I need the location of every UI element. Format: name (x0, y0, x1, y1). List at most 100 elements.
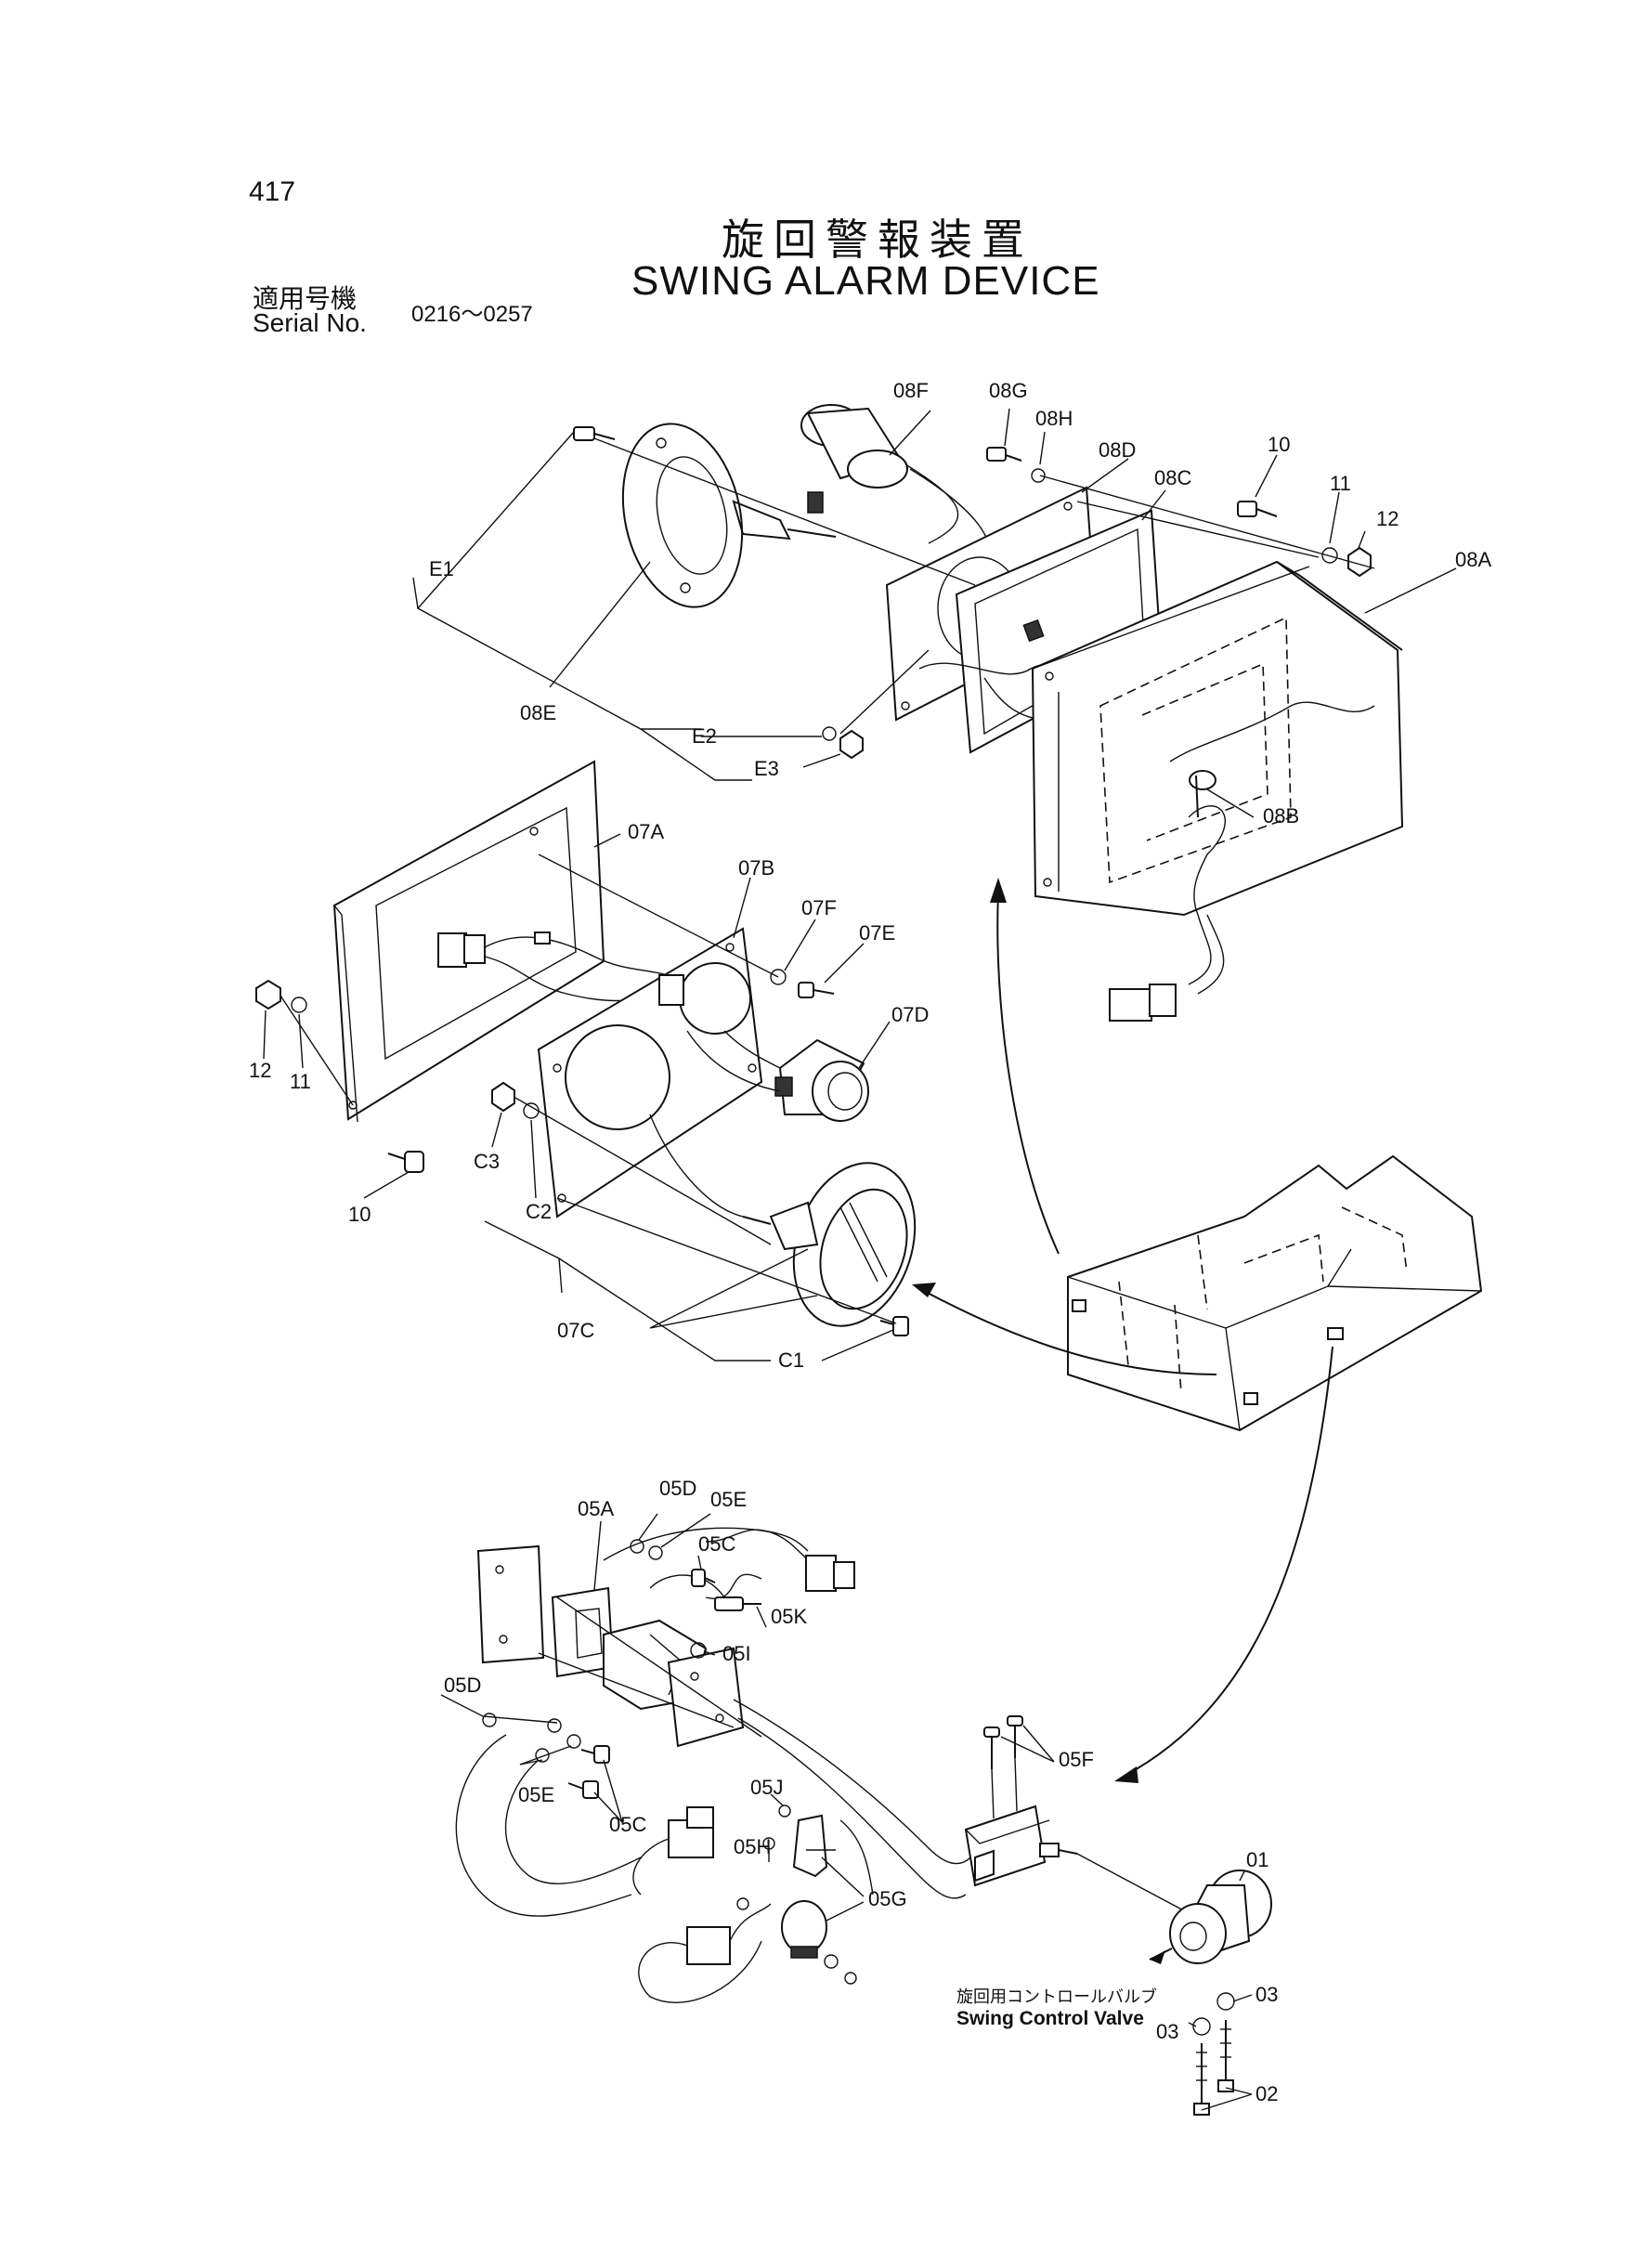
leader-lines-bottom (440, 1513, 1253, 2111)
screw-05G-c (844, 1972, 857, 1985)
plate-07B (537, 927, 763, 1218)
bracket-05I (667, 1647, 745, 1748)
callout-01: 01 (1246, 1848, 1268, 1871)
pressure-switch-05F (964, 1804, 1078, 1887)
screw-05C-lower (567, 1745, 610, 1799)
callout-E2: E2 (692, 724, 717, 748)
speaker-flange-08E (621, 423, 837, 608)
callout-05E-lower: 05E (518, 1783, 554, 1806)
callout-07D: 07D (891, 1003, 929, 1026)
serial-label-japanese: 適用号機 (253, 283, 358, 314)
swing-control-valve-label-jp: 旋回用コントロールバルブ (956, 1987, 1157, 2007)
callout-08H: 08H (1035, 407, 1073, 430)
washer-C2 (523, 1102, 540, 1119)
callout-07E: 07E (859, 921, 895, 945)
arrow-left-icon (912, 1283, 936, 1297)
serial-range: 0216～0257 (411, 302, 533, 327)
washer-07F (770, 969, 787, 985)
nut-E3 (839, 729, 864, 760)
callout-08G: 08G (989, 379, 1028, 402)
bolt-10-top (1237, 501, 1278, 517)
callout-05D-top: 05D (659, 1477, 696, 1500)
callout-10-top: 10 (1268, 433, 1290, 456)
clamp-05G (792, 1814, 828, 1878)
callout-12-top: 12 (1376, 507, 1398, 530)
nut-C3 (491, 1081, 515, 1113)
leader-lines-top (412, 408, 1457, 818)
connector-08-box (1109, 914, 1225, 1022)
callout-07B: 07B (738, 856, 774, 879)
buzzer-08F (800, 404, 990, 569)
washer-05G-b (824, 1954, 839, 1969)
connector-05-top (805, 1555, 837, 1592)
page-number: 417 (249, 176, 296, 207)
washer-05E-a (535, 1748, 550, 1763)
callout-05F: 05F (1059, 1748, 1094, 1771)
washer-05J (778, 1804, 791, 1818)
screw-05F-a (983, 1726, 1000, 1769)
screw-C1 (879, 1316, 909, 1336)
screw-05C-top (691, 1569, 716, 1587)
serial-label-english: Serial No. (253, 308, 367, 337)
washer-11-left (291, 997, 307, 1013)
bolt-10-left (387, 1151, 424, 1173)
callout-08A: 08A (1455, 548, 1491, 571)
assembly-07-alarm-light (255, 760, 917, 1336)
callout-C1: C1 (778, 1348, 804, 1372)
lamp-flange-07C (649, 1114, 917, 1327)
screw-05H (762, 1837, 775, 1850)
callout-11-left: 11 (290, 1070, 311, 1093)
washer-08H (1031, 468, 1046, 483)
screw-08G (986, 447, 1022, 462)
nut-12-left (255, 979, 281, 1010)
screw-05G-a (736, 1897, 749, 1910)
washer-11-top (1321, 547, 1338, 564)
washer-05E-b (566, 1734, 581, 1749)
callout-07F: 07F (801, 896, 837, 919)
callout-labels: 08F 08G 08H 08D 08C 10 11 12 08A E1 08E … (249, 379, 1491, 2105)
bracket-07A (332, 760, 688, 1123)
location-arrows (912, 878, 1333, 1783)
sensor-05K (714, 1596, 761, 1611)
arrow-up-icon (990, 878, 1007, 903)
callout-10-left: 10 (348, 1203, 371, 1226)
callout-05A: 05A (578, 1497, 614, 1520)
callout-03-right: 03 (1255, 1983, 1278, 2006)
callout-05D-lower: 05D (444, 1674, 481, 1697)
assembly-08-speaker-box (573, 404, 1404, 1022)
arrow-down-icon (1114, 1766, 1138, 1783)
washer-05D-left (482, 1713, 497, 1727)
callout-05E-top: 05E (710, 1488, 747, 1511)
box-08A (1031, 560, 1404, 917)
callout-E3: E3 (754, 757, 779, 780)
washer-05D-right (547, 1718, 562, 1733)
washer-E2 (822, 726, 837, 741)
callout-03-left: 03 (1156, 2020, 1178, 2043)
title-japanese: 旋回警報装置 (722, 215, 1034, 265)
swing-control-valve-label-en: Swing Control Valve (956, 2008, 1144, 2029)
connector-05-lower (686, 1926, 731, 1965)
bolt-02-left (1193, 2043, 1210, 2116)
grommet-08B (1189, 770, 1216, 818)
callout-08F: 08F (893, 379, 929, 402)
callout-08B: 08B (1263, 804, 1299, 827)
screw-07E (798, 982, 835, 998)
screw-E1 (573, 426, 616, 441)
callout-07C: 07C (557, 1319, 594, 1342)
callout-08D: 08D (1099, 438, 1136, 462)
nut-05I (690, 1642, 707, 1659)
assembly-05-switch (455, 1527, 1190, 2003)
callout-05C-top: 05C (698, 1532, 735, 1556)
title-english: SWING ALARM DEVICE (631, 258, 1100, 304)
callout-07A: 07A (628, 820, 664, 843)
callout-02: 02 (1255, 2082, 1278, 2105)
callout-08E: 08E (520, 701, 556, 724)
callout-05J: 05J (750, 1776, 783, 1799)
relay-05G (781, 1900, 827, 1959)
swing-control-valve-01 (1149, 1870, 1272, 1964)
callout-05C-lower: 05C (609, 1813, 646, 1836)
machine-cab-body (1067, 1154, 1483, 1432)
lamp-07D (686, 1030, 869, 1122)
bolt-02-right (1217, 2020, 1234, 2092)
